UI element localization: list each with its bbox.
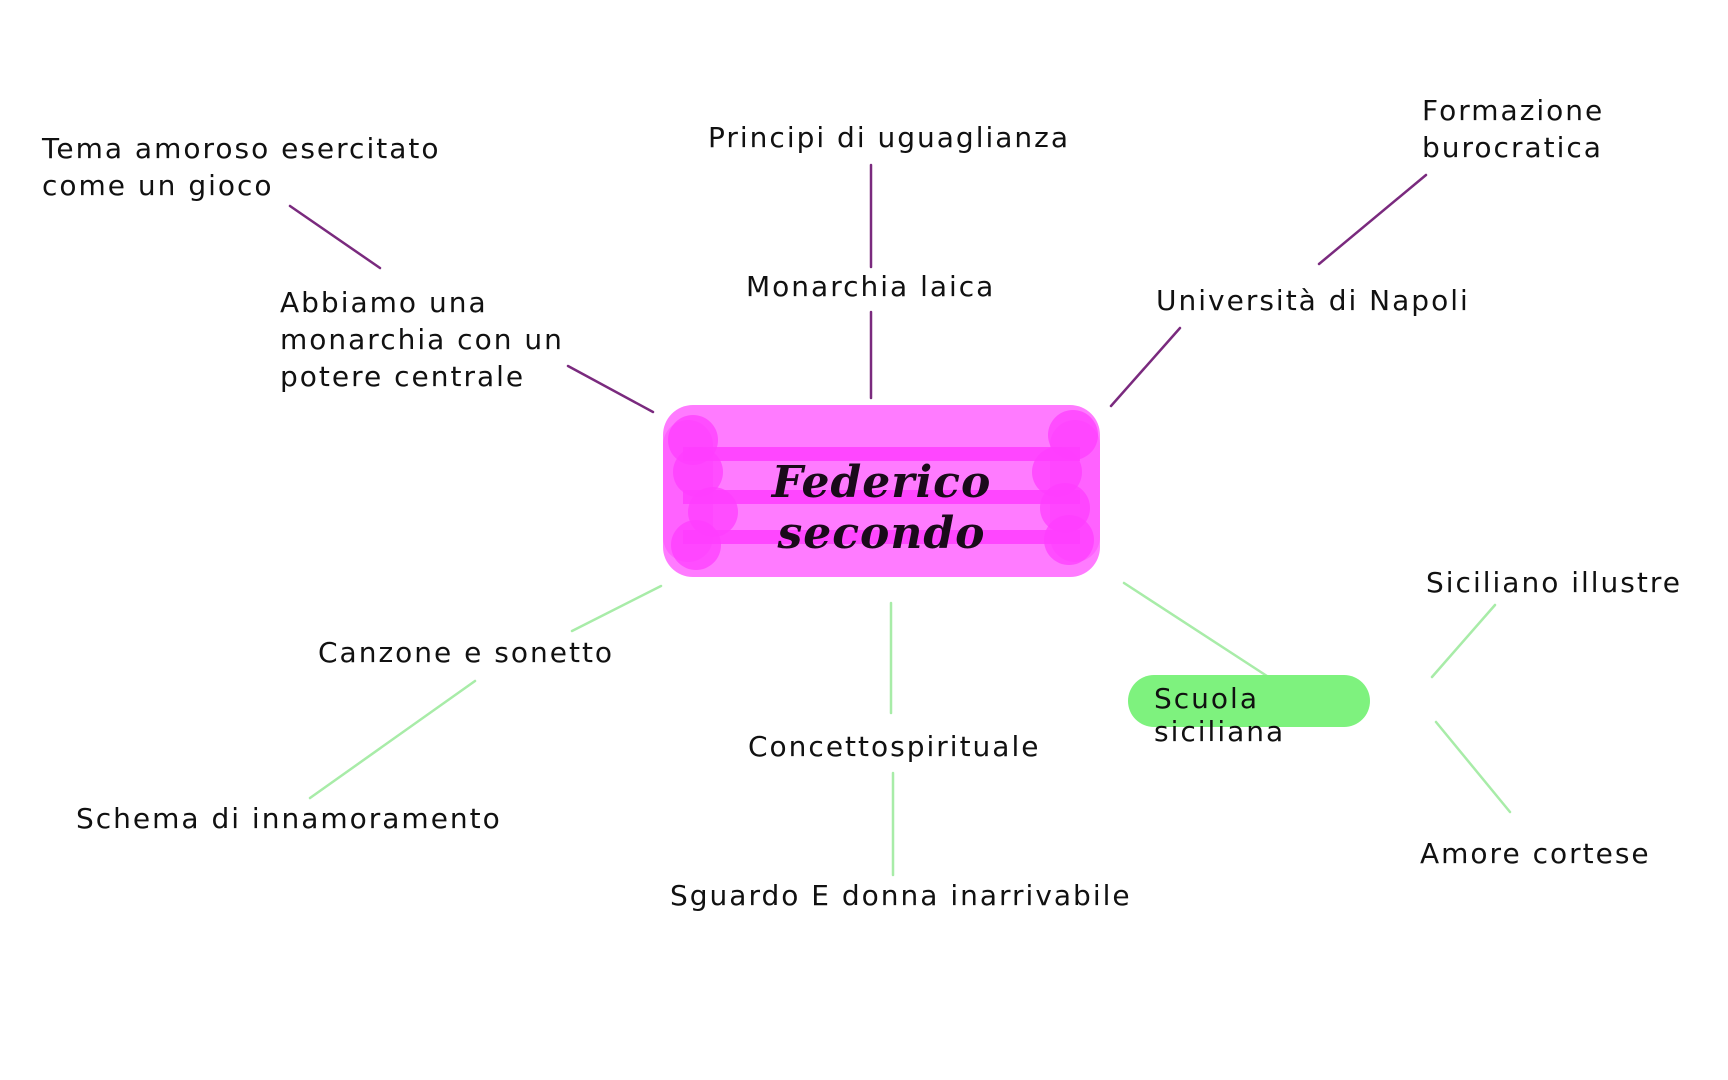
node-tema-line-2: come un gioco [42,169,274,202]
node-abbiamo-line-3: potere centrale [280,360,526,393]
node-abbiamo-monarchia[interactable]: Abbiamo una monarchia con un potere cent… [280,284,564,395]
node-formazione-line-1: Formazione [1422,94,1605,127]
central-band [683,530,1080,544]
node-scuola-label: Scuola siciliana [1154,682,1286,748]
link-universita-central [1109,326,1182,408]
node-sguardo-donna[interactable]: Sguardo E donna inarrivabile [670,879,1132,912]
node-tema-amoroso[interactable]: Tema amoroso esercitato come un gioco [42,130,440,204]
link-tema-abbiamo [288,204,382,270]
node-abbiamo-line-1: Abbiamo una [280,286,488,319]
central-blob [671,520,721,570]
node-monarchia-laica[interactable]: Monarchia laica [746,270,996,303]
node-abbiamo-line-2: monarchia con un [280,323,564,356]
node-schema-innamoramento[interactable]: Schema di innamoramento [76,802,502,835]
link-scuola-amore [1434,720,1512,814]
node-universita-napoli[interactable]: Università di Napoli [1156,284,1470,317]
node-amore-cortese[interactable]: Amore cortese [1420,837,1651,870]
link-canzone-schema [308,679,477,800]
node-canzone-sonetto[interactable]: Canzone e sonetto [318,636,615,669]
central-band [683,447,1080,461]
central-node[interactable]: Federico secondo [663,405,1100,577]
node-formazione-burocratica[interactable]: Formazione burocratica [1422,92,1604,166]
link-central-scuola [1122,581,1272,680]
node-scuola-siciliana[interactable]: Scuola siciliana [1128,675,1370,748]
node-principi-uguaglianza[interactable]: Principi di uguaglianza [708,121,1071,154]
link-scuola-siciliano [1430,603,1497,679]
link-abbiamo-central [566,364,655,414]
central-title: Federico secondo [771,457,992,559]
node-concetto-spirituale[interactable]: Concettospirituale [748,730,1041,763]
central-band [683,490,1080,504]
node-formazione-line-2: burocratica [1422,131,1603,164]
central-blob [1044,515,1094,565]
link-central-canzone [570,584,663,633]
node-siciliano-illustre[interactable]: Siciliano illustre [1426,566,1682,599]
node-tema-line-1: Tema amoroso esercitato [42,132,441,165]
link-formazione-universita [1317,173,1428,266]
